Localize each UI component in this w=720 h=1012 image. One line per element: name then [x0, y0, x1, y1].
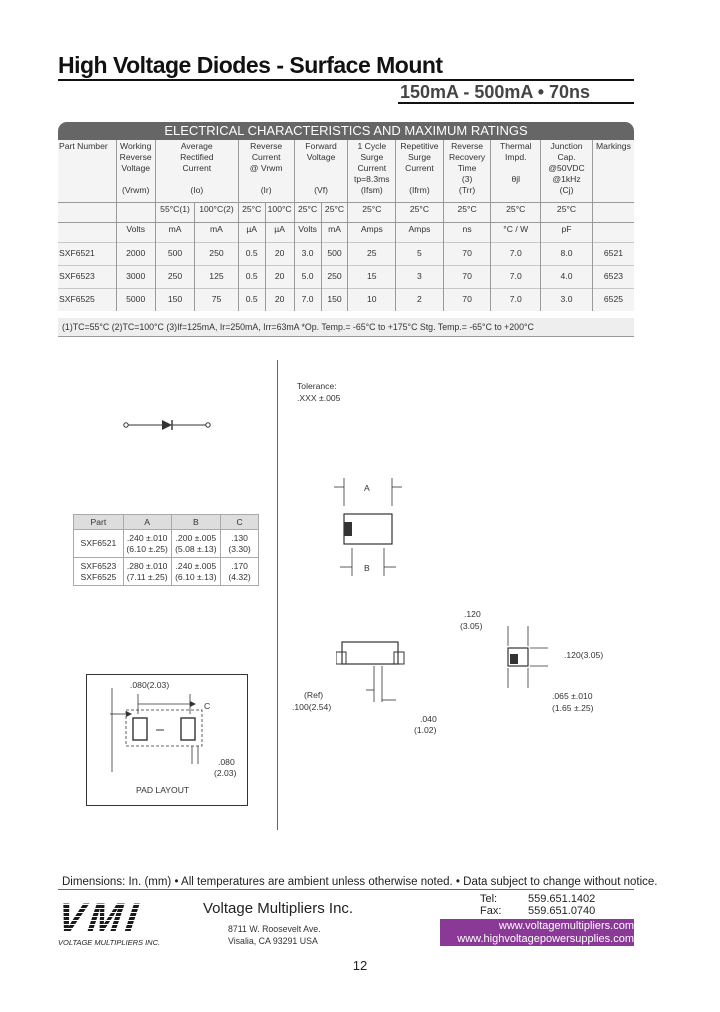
conditions-row: 55°C(1) 100°C(2) 25°C 100°C 25°C 25°C 25… — [58, 201, 634, 222]
table-row: SXF6521 .240 ±.010(6.10 ±.25) .200 ±.005… — [73, 529, 259, 558]
vmi-logo-text: VMI — [55, 896, 189, 940]
vmi-logo-subtext: VOLTAGE MULTIPLIERS INC. — [58, 938, 161, 947]
units-row: Volts mA mA µA µA Volts mA Amps Amps ns … — [58, 221, 634, 242]
dim-120: .120 — [464, 609, 481, 619]
dim-040: .040 — [420, 714, 437, 724]
tolerance-label: Tolerance: — [297, 381, 337, 391]
page-number: 12 — [352, 958, 368, 973]
col-header-markings: Markings — [591, 140, 634, 202]
pad-layout-label: PAD LAYOUT — [136, 785, 190, 795]
dim-ref: (Ref) — [304, 690, 324, 700]
page-title: High Voltage Diodes - Surface Mount — [58, 52, 443, 78]
section-divider — [277, 360, 278, 830]
table-banner: ELECTRICAL CHARACTERISTICS AND MAXIMUM R… — [58, 122, 634, 140]
dim-120-right: .120(3.05) — [564, 650, 604, 660]
pad-dim-c: C — [204, 701, 211, 711]
vmi-logo: VMI VOLTAGE MULTIPLIERS INC. — [55, 896, 189, 947]
dimensions-header-row: Part A B C — [73, 514, 259, 530]
subtitle-rule — [398, 102, 634, 104]
website-link-2[interactable]: www.highvoltagepowersupplies.com — [457, 932, 634, 945]
company-name: Voltage Multipliers Inc. — [203, 900, 354, 917]
fax-number: 559.651.0740 — [528, 905, 596, 917]
table-row: SXF6523 3000 250 125 0.5 20 5.0 250 15 3… — [58, 264, 634, 288]
tolerance-value: .XXX ±.005 — [297, 393, 341, 403]
diode-side-drawing — [336, 641, 405, 702]
dim-120-mm: (3.05) — [460, 621, 483, 631]
table-row: SXF6521 2000 500 250 0.5 20 3.0 500 25 5… — [58, 241, 634, 265]
diode-body-drawing — [334, 478, 402, 576]
pad-dim-080b-mm: (2.03) — [214, 768, 237, 778]
page-subtitle: 150mA - 500mA • 70ns — [400, 82, 591, 102]
pad-dim-080b: .080 — [218, 757, 235, 767]
website-links: www.voltagemultipliers.com www.highvolta… — [440, 919, 634, 946]
footer-rule — [58, 889, 634, 890]
dim-065-mm: (1.65 ±.25) — [552, 703, 594, 713]
pad-layout-drawing — [110, 688, 203, 772]
diode-symbol-icon — [123, 420, 211, 430]
table-row: SXF6525 5000 150 75 0.5 20 7.0 150 10 2 … — [58, 287, 634, 311]
dim-label-a: A — [364, 483, 370, 493]
contact-block: Tel:559.651.1402 Fax:559.651.0740 — [480, 893, 596, 917]
diode-end-drawing — [507, 626, 548, 688]
company-address: 8711 W. Roosevelt Ave. Visalia, CA 93291… — [228, 924, 321, 946]
dim-040-mm: (1.02) — [414, 725, 437, 735]
dim-ref-100: .100(2.54) — [292, 702, 332, 712]
pad-layout-box — [86, 674, 248, 806]
footer-note: Dimensions: In. (mm) • All temperatures … — [62, 876, 658, 888]
col-header-part-number: Part Number — [59, 141, 108, 151]
phone-number: 559.651.1402 — [528, 893, 596, 905]
website-link-1[interactable]: www.voltagemultipliers.com — [498, 920, 634, 932]
title-rule — [58, 79, 634, 81]
dim-065: .065 ±.010 — [552, 691, 593, 701]
pad-dim-080: .080(2.03) — [130, 680, 170, 690]
dim-label-b: B — [364, 563, 370, 573]
dimensions-table: Part A B C SXF6521 .240 ±.010(6.10 ±.25)… — [73, 514, 259, 586]
table-footnote: (1)TC=55°C (2)TC=100°C (3)If=125mA, Ir=2… — [58, 318, 634, 337]
